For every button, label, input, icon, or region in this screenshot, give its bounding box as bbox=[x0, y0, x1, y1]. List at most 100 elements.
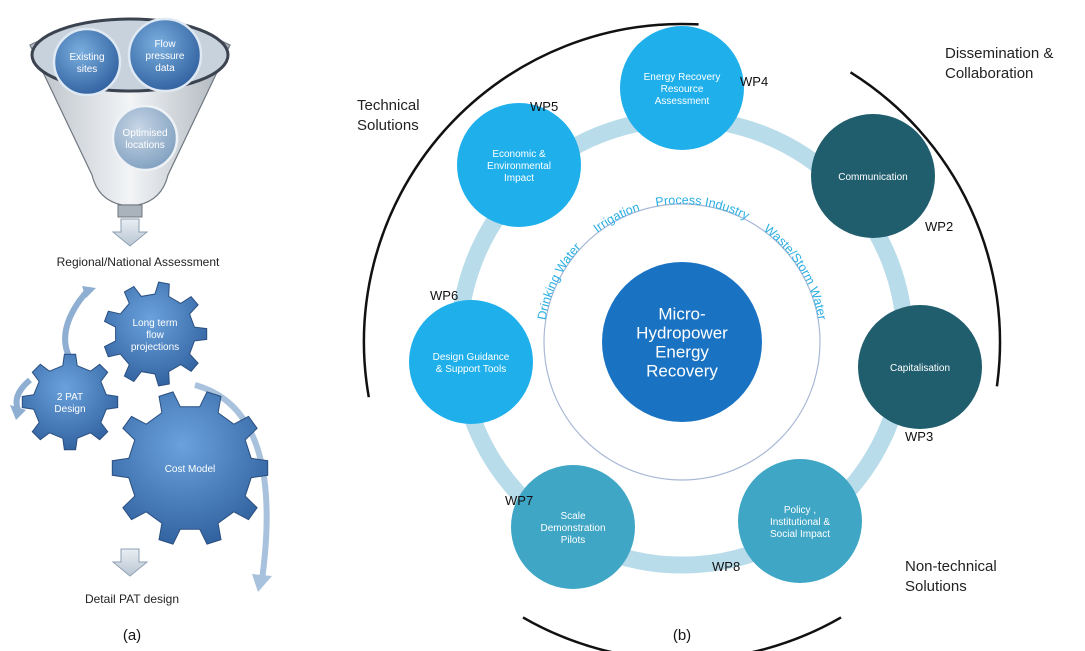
panel-b-caption: (b) bbox=[673, 627, 691, 644]
label-line: 2 PAT bbox=[57, 392, 83, 403]
label-line: Dissemination & bbox=[945, 45, 1053, 62]
label-line: Recovery bbox=[646, 362, 718, 381]
wp-node-circle bbox=[511, 465, 635, 589]
label-line: Cost Model bbox=[165, 464, 216, 475]
non-technical-arc bbox=[522, 616, 842, 651]
label-line: & Support Tools bbox=[436, 364, 506, 375]
gear-icon bbox=[103, 281, 208, 387]
label-line: Solutions bbox=[905, 578, 967, 595]
label-line: Solutions bbox=[357, 117, 419, 134]
sector-labels: Drinking Water bbox=[535, 240, 584, 321]
wp-node-circle bbox=[457, 103, 581, 227]
cycle-arrow-icon bbox=[62, 288, 91, 364]
label-line: locations bbox=[125, 140, 164, 151]
label-line: Demonstration bbox=[540, 523, 605, 534]
label-line: Communication bbox=[838, 172, 907, 183]
label-line: Optimised bbox=[122, 128, 167, 139]
sector-label-wrap: Process Industry bbox=[654, 193, 752, 223]
gear-label: Cost Model bbox=[165, 464, 216, 475]
cycle-arrow-icon bbox=[194, 382, 270, 581]
label-line: Hydropower bbox=[636, 324, 728, 343]
panel-b: Drinking Water Irrigation Process Indust… bbox=[357, 22, 1053, 651]
dissemination-arc bbox=[849, 71, 1002, 387]
label-line: Scale bbox=[560, 511, 585, 522]
stage1-label: Regional/National Assessment bbox=[57, 255, 220, 269]
wp-number: WP2 bbox=[925, 219, 953, 234]
label-line: Economic & bbox=[492, 149, 546, 160]
wp-number: WP3 bbox=[905, 429, 933, 444]
sector-label-wrap: Irrigation bbox=[591, 200, 642, 235]
sector-drinking-water: Drinking Water bbox=[535, 240, 584, 321]
down-arrow-icon bbox=[111, 218, 149, 247]
wp-node-circle bbox=[620, 26, 744, 150]
wp-node-circle bbox=[738, 459, 862, 583]
funnel-spout bbox=[117, 204, 143, 218]
technical-solutions-arc bbox=[362, 22, 699, 398]
label-line: sites bbox=[77, 64, 98, 75]
arrowhead-icon bbox=[10, 405, 26, 420]
label-line: Impact bbox=[504, 173, 534, 184]
sector-process-industry: Process Industry bbox=[654, 193, 752, 223]
label-line: Existing bbox=[69, 52, 104, 63]
label-line: Pilots bbox=[561, 535, 585, 546]
wp-node-label: Policy ,Institutional &Social Impact bbox=[770, 505, 830, 540]
wp-number: WP4 bbox=[740, 74, 768, 89]
stage2-label: Detail PAT design bbox=[85, 592, 179, 606]
wp-number: WP7 bbox=[505, 493, 533, 508]
label-line: flow bbox=[146, 330, 165, 341]
label-line: Social Impact bbox=[770, 529, 830, 540]
label-line: Design Guidance bbox=[433, 352, 510, 363]
group-dissemination-collaboration: Dissemination &Collaboration bbox=[945, 45, 1053, 82]
label-line: Non-technical bbox=[905, 558, 997, 575]
sector-circle bbox=[543, 203, 821, 481]
gear-icon bbox=[111, 391, 269, 545]
label-line: Policy , bbox=[784, 505, 816, 516]
label-line: pressure bbox=[146, 51, 185, 62]
label-line: Design bbox=[54, 404, 85, 415]
label-line: Technical bbox=[357, 97, 420, 114]
sector-waste-storm-water: Waste/Storm Water bbox=[761, 222, 829, 321]
label-line: Assessment bbox=[655, 96, 710, 107]
label-line: Capitalisation bbox=[890, 363, 950, 374]
panel-a-caption: (a) bbox=[123, 627, 141, 644]
wp-node-label: Design Guidance& Support Tools bbox=[433, 352, 510, 375]
label-line: Institutional & bbox=[770, 517, 830, 528]
wp-node-circle bbox=[858, 305, 982, 429]
wp-node-circle bbox=[811, 114, 935, 238]
label-line: Energy bbox=[655, 343, 709, 362]
arrowhead-icon bbox=[82, 286, 96, 298]
center-circle bbox=[602, 262, 762, 422]
wp-node-label: Communication bbox=[838, 172, 907, 183]
wp-node-label: Capitalisation bbox=[890, 363, 950, 374]
label-line: Energy Recovery bbox=[644, 72, 721, 83]
label-line: Long term bbox=[132, 318, 177, 329]
down-arrow-icon bbox=[111, 548, 149, 577]
wp-number: WP5 bbox=[530, 99, 558, 114]
label-line: data bbox=[155, 63, 175, 74]
wp-node-circle bbox=[409, 300, 533, 424]
